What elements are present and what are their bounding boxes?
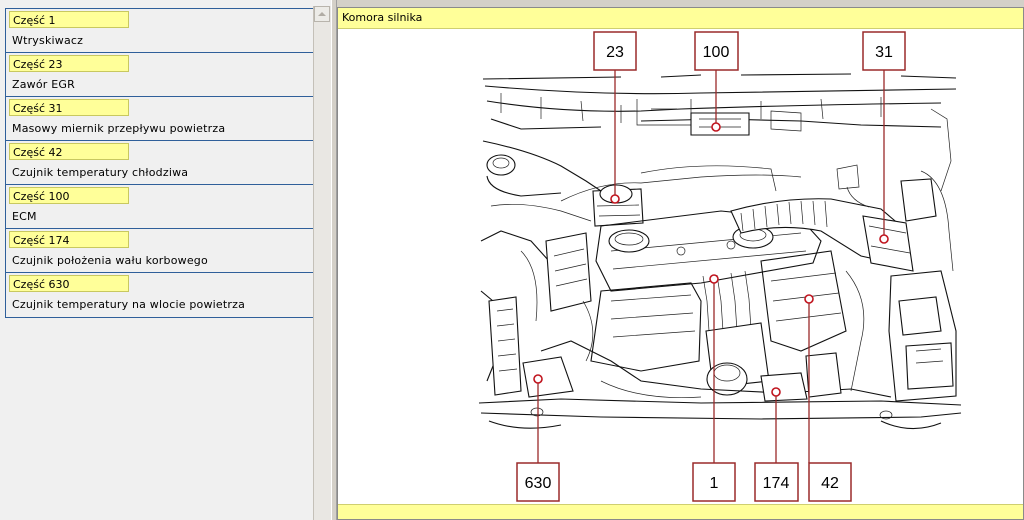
hotspots bbox=[533, 122, 889, 397]
list-item-part-23[interactable]: Część 23 Zawór EGR bbox=[6, 53, 313, 97]
part-description: ECM bbox=[12, 210, 37, 223]
leader-lines bbox=[537, 70, 885, 463]
hotspot-630[interactable] bbox=[533, 374, 543, 384]
part-number: Część 174 bbox=[9, 231, 129, 248]
callout-label: 31 bbox=[875, 44, 893, 61]
list-item-part-630[interactable]: Część 630 Czujnik temperatury na wlocie … bbox=[6, 273, 313, 317]
part-number: Część 23 bbox=[9, 55, 129, 72]
callout-100[interactable]: 100 bbox=[694, 31, 739, 71]
diagram-pane: Komora silnika bbox=[337, 7, 1024, 520]
part-description: Czujnik położenia wału korbowego bbox=[12, 254, 208, 267]
diagram-header: Komora silnika bbox=[338, 8, 1023, 29]
part-description: Czujnik temperatury chłodziwa bbox=[12, 166, 189, 179]
callout-42[interactable]: 42 bbox=[808, 462, 852, 502]
list-item-part-100[interactable]: Część 100 ECM bbox=[6, 185, 313, 229]
part-number: Część 630 bbox=[9, 275, 129, 292]
part-number: Część 31 bbox=[9, 99, 129, 116]
callout-label: 630 bbox=[525, 475, 552, 492]
list-item-part-1[interactable]: Część 1 Wtryskiwacz bbox=[6, 9, 313, 53]
part-description: Masowy miernik przepływu powietrza bbox=[12, 122, 226, 135]
callout-630[interactable]: 630 bbox=[516, 462, 560, 502]
callout-1[interactable]: 1 bbox=[692, 462, 736, 502]
vertical-scrollbar[interactable] bbox=[313, 6, 331, 520]
pane-splitter[interactable] bbox=[331, 0, 337, 520]
hotspot-42[interactable] bbox=[804, 294, 814, 304]
parts-list: Część 1 Wtryskiwacz Część 23 Zawór EGR C… bbox=[5, 8, 314, 318]
hotspot-100[interactable] bbox=[711, 122, 721, 132]
callout-label: 174 bbox=[763, 475, 790, 492]
diagram-footer bbox=[338, 504, 1023, 519]
part-number: Część 42 bbox=[9, 143, 129, 160]
part-description: Wtryskiwacz bbox=[12, 34, 84, 47]
engine-bay-diagram: 23 100 31 630 1 174 42 bbox=[478, 31, 962, 502]
scroll-up-button[interactable] bbox=[314, 6, 330, 22]
callout-31[interactable]: 31 bbox=[862, 31, 906, 71]
hotspot-174[interactable] bbox=[771, 387, 781, 397]
callout-174[interactable]: 174 bbox=[754, 462, 799, 502]
up-arrow-icon bbox=[318, 12, 326, 16]
list-item-part-31[interactable]: Część 31 Masowy miernik przepływu powiet… bbox=[6, 97, 313, 141]
callout-label: 42 bbox=[821, 475, 839, 492]
diagram-title: Komora silnika bbox=[342, 11, 423, 24]
list-item-part-42[interactable]: Część 42 Czujnik temperatury chłodziwa bbox=[6, 141, 313, 185]
callout-label: 23 bbox=[606, 44, 624, 61]
part-description: Czujnik temperatury na wlocie powietrza bbox=[12, 298, 246, 311]
callout-23[interactable]: 23 bbox=[593, 31, 637, 71]
part-number: Część 100 bbox=[9, 187, 129, 204]
hotspot-1[interactable] bbox=[709, 274, 719, 284]
hotspot-31[interactable] bbox=[879, 234, 889, 244]
callout-label: 1 bbox=[710, 475, 719, 492]
callout-label: 100 bbox=[703, 44, 730, 61]
parts-list-pane: Część 1 Wtryskiwacz Część 23 Zawór EGR C… bbox=[0, 0, 331, 520]
list-item-part-174[interactable]: Część 174 Czujnik położenia wału korbowe… bbox=[6, 229, 313, 273]
part-description: Zawór EGR bbox=[12, 78, 75, 91]
hotspot-23[interactable] bbox=[610, 194, 620, 204]
part-number: Część 1 bbox=[9, 11, 129, 28]
